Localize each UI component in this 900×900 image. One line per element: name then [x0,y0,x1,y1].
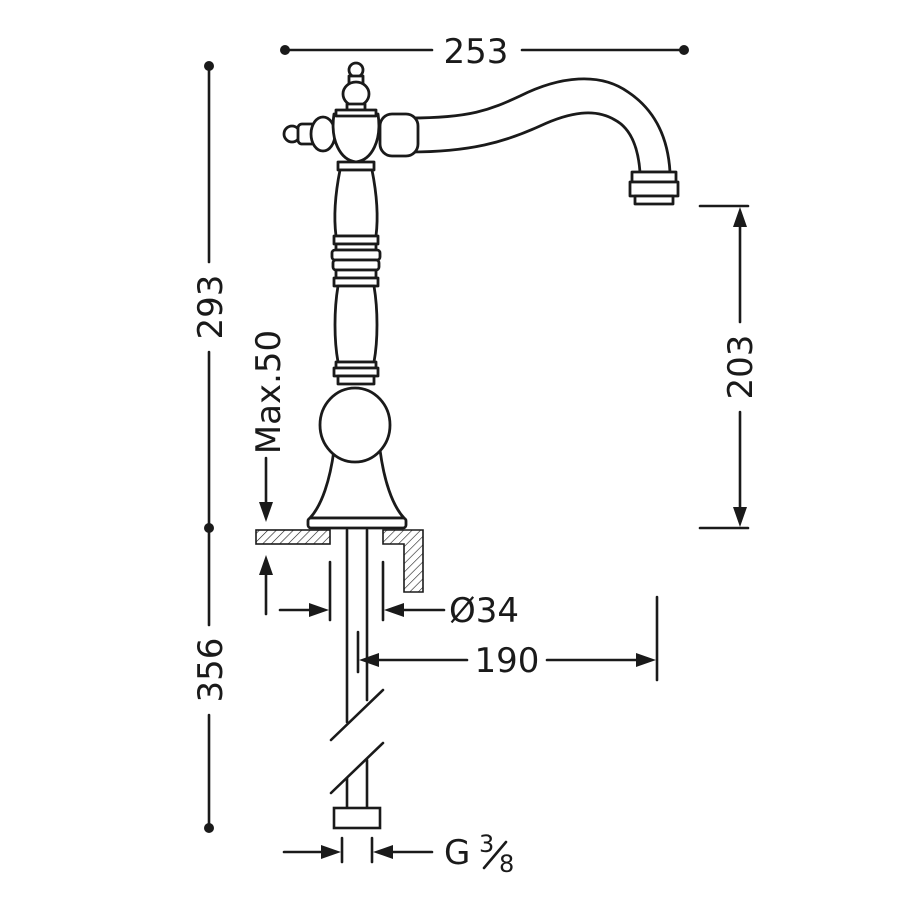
dim-label-190: 190 [475,641,540,681]
dimension-356: 356 [191,526,231,833]
dimension-203: 203 [698,204,761,530]
dimension-g38: G 3 8 [282,830,514,878]
dimension-d34: Ø34 [278,560,519,631]
dim-label-293: 293 [191,275,231,340]
hose-connector [332,806,382,830]
dim-label-g: G [444,833,470,873]
fraction-denominator: 8 [499,850,514,878]
side-handle [282,115,337,153]
dimension-190: 190 [356,595,659,682]
dimension-max50: Max.50 [249,330,289,616]
dim-label-d34: Ø34 [449,591,519,631]
dimension-253: 253 [280,32,689,72]
dimension-293: 293 [191,61,231,533]
valve-ball [318,386,392,464]
countertop-section [255,529,424,593]
dim-label-253: 253 [444,32,509,72]
dim-label-203: 203 [721,335,761,400]
dim-label-max50: Max.50 [249,330,289,454]
faucet-body [306,61,408,530]
fraction-numerator: 3 [479,830,494,858]
dim-label-356: 356 [191,638,231,703]
base-flange [306,516,408,530]
supply-hose [329,528,385,830]
spout-collar [378,112,420,158]
faucet-spout [378,77,680,206]
